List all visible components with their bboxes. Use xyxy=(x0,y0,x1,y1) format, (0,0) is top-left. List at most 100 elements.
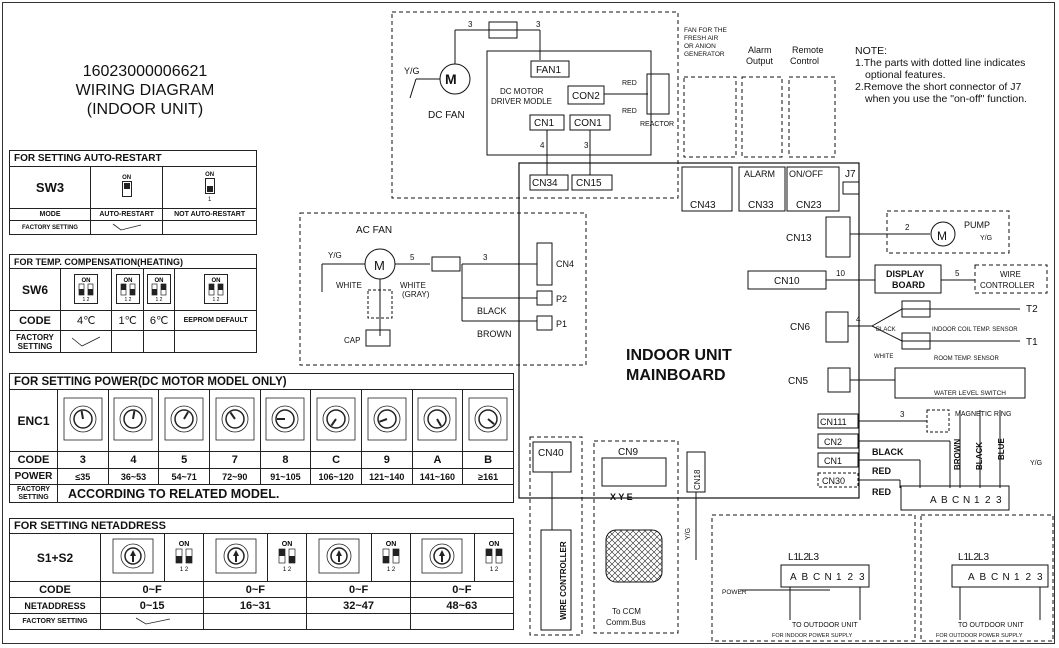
p1-label: P1 xyxy=(556,319,567,329)
svg-text:ON: ON xyxy=(385,541,396,548)
cap-label: CAP xyxy=(344,336,360,345)
pump-label: PUMP xyxy=(964,220,990,230)
con2-connector xyxy=(567,85,605,105)
dc-fan-label: DC FAN xyxy=(428,110,465,121)
wire-count-label: 3 xyxy=(584,141,589,150)
terminal-label: 2 xyxy=(848,572,854,583)
display-board-label-1: DISPLAY xyxy=(886,269,924,279)
note-head: NOTE: xyxy=(855,45,888,57)
diagram-title: 16023000006621 WIRING DIAGRAM (INDOOR UN… xyxy=(30,62,260,119)
rotary-switch-cell xyxy=(208,389,261,452)
factory-setting-label: FACTORY SETTING xyxy=(9,330,61,353)
t2-label: T2 xyxy=(1026,304,1038,315)
alarm-connector-label: ALARM xyxy=(744,169,775,179)
brown-wire-label: BROWN xyxy=(477,329,512,339)
to-outdoor-label: TO OUTDOOR UNIT xyxy=(958,622,1024,629)
cn4-label: CN4 xyxy=(556,259,574,269)
ccm-label-1: To CCM xyxy=(612,607,641,616)
alarm-box xyxy=(741,76,783,158)
yg-label: Y/G xyxy=(980,235,992,242)
magnetic-ring-label: MAGNETIC RING xyxy=(955,411,1011,418)
dc-fan-box xyxy=(391,11,679,199)
fan1-label: FAN1 xyxy=(536,65,561,76)
power-setting-table: FOR SETTING POWER(DC MOTOR MODEL ONLY) E… xyxy=(9,373,514,503)
phase-label: L1 xyxy=(958,552,970,563)
cn33-connector xyxy=(738,166,786,212)
cn30-label: CN30 xyxy=(822,476,845,486)
black-wire-label: BLACK xyxy=(477,306,507,316)
title-line: WIRING DIAGRAM xyxy=(75,82,215,99)
terminal-label: 2 xyxy=(1026,572,1032,583)
dip-switch-icon: ON1 2 xyxy=(382,541,400,573)
cn40-label: CN40 xyxy=(538,448,564,459)
alarm-label-2: Output xyxy=(746,56,774,66)
terminal-label: A xyxy=(790,572,797,583)
svg-text:ON: ON xyxy=(155,278,164,284)
con1-label: CON1 xyxy=(574,118,602,129)
red-wire-label: RED xyxy=(872,466,892,476)
svg-text:1 2: 1 2 xyxy=(180,567,189,573)
svg-text:1 2: 1 2 xyxy=(283,567,292,573)
yg-label: Y/G xyxy=(1030,460,1042,467)
ccm-label-2: Comm.Bus xyxy=(606,618,646,627)
indoor-power-supply-label: FOR INDOOR POWER SUPPLY xyxy=(772,633,853,639)
fresh-air-box xyxy=(683,76,737,158)
xye-label: X Y E xyxy=(610,492,633,502)
j7-label: J7 xyxy=(845,169,856,180)
terminal-label: A xyxy=(968,572,975,583)
wire-controller-dotted xyxy=(529,436,583,636)
rotary-switch-cell xyxy=(310,389,362,452)
factory-power-text: ACCORDING TO RELATED MODEL. xyxy=(57,484,514,503)
svg-text:ON: ON xyxy=(282,541,293,548)
cn43-connector xyxy=(681,166,733,212)
indoor-coil-sensor-label: INDOOR COIL TEMP. SENSOR xyxy=(932,327,1018,333)
rotary-switch-icon xyxy=(318,538,360,574)
dip-switch-icon: ON 1 2 xyxy=(485,541,503,573)
p2-label: P2 xyxy=(556,294,567,304)
t1-label: T1 xyxy=(1026,337,1038,348)
white-wire-label: WHITE xyxy=(874,354,893,360)
indoor-terminal-block xyxy=(780,564,870,588)
cn15-connector xyxy=(571,174,613,191)
cn5-connector xyxy=(827,367,851,393)
rotary-switch-cell xyxy=(57,389,109,452)
cn5-label: CN5 xyxy=(788,376,808,387)
net-addr-3: 32~47 xyxy=(306,597,411,614)
remote-label-1: Remote xyxy=(792,45,824,55)
outdoor-terminal-block xyxy=(951,564,1049,588)
terminal-label: N xyxy=(825,572,832,583)
rotary-switch-icon xyxy=(421,538,463,574)
terminal-label: B xyxy=(802,572,809,583)
remote-label-2: Control xyxy=(790,56,819,66)
svg-text:ON: ON xyxy=(489,541,500,548)
svg-text:1 2: 1 2 xyxy=(124,297,131,303)
yg-label: Y/G xyxy=(404,66,420,76)
terminal-label: B xyxy=(980,572,987,583)
p2-connector xyxy=(536,290,553,306)
rotary-switch-icon xyxy=(63,397,103,441)
pump-motor-icon xyxy=(930,221,956,247)
wire-count-label: 3 xyxy=(468,20,473,29)
rotary-switch-icon xyxy=(215,397,255,441)
dc-fan-m-label: M xyxy=(445,71,457,87)
svg-text:ON: ON xyxy=(211,278,220,284)
water-level-switch-label: WATER LEVEL SWITCH xyxy=(934,390,1006,397)
on-label: ON xyxy=(122,175,132,181)
cn6-connector xyxy=(825,311,849,343)
auto-restart-table: FOR SETTING AUTO-RESTART SW3 ON ON 1 MOD… xyxy=(9,150,257,235)
cn13-label: CN13 xyxy=(786,233,812,244)
terminal-label: N xyxy=(1003,572,1010,583)
svg-text:ON: ON xyxy=(82,278,91,284)
white-gray-label-1: WHITE xyxy=(400,281,426,290)
cn9-connector xyxy=(601,457,667,487)
mainboard-label-1: INDOOR UNIT xyxy=(626,347,732,364)
svg-text:1 2: 1 2 xyxy=(490,567,499,573)
black-wire-label: BLACK xyxy=(975,442,984,470)
wire-controller-icon xyxy=(540,529,572,631)
temp-code-1: 4℃ xyxy=(59,310,113,331)
